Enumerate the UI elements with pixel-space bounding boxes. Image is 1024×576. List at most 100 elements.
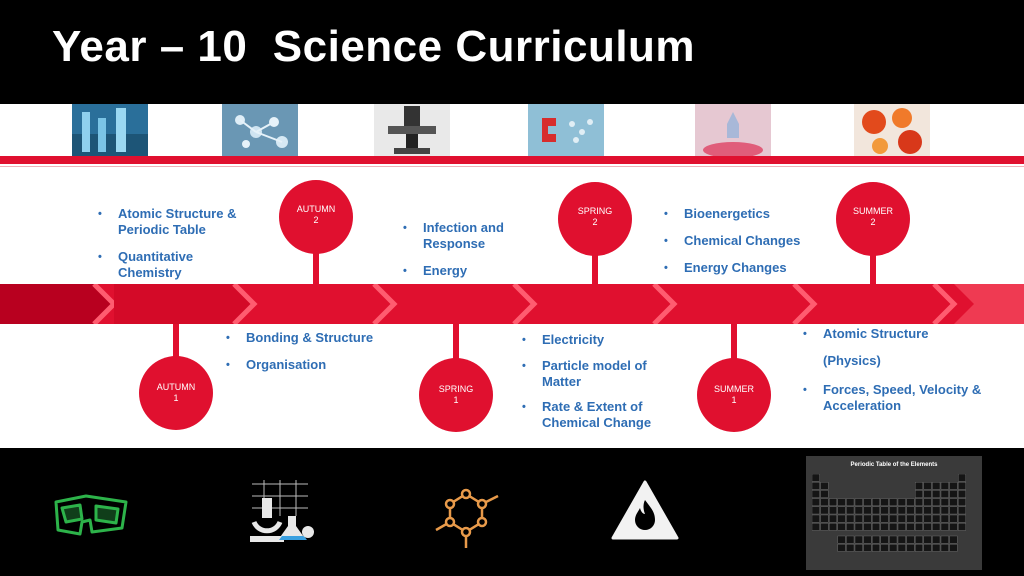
element-cell [914,543,923,552]
term-autumn-2: AUTUMN 2 [279,180,353,254]
element-cell [889,498,898,507]
element-cell [914,498,923,507]
element-cell [880,523,889,531]
page-title: Year – 10 Science Curriculum [52,22,696,71]
term-name: SUMMER [853,206,893,216]
element-cell [923,535,932,544]
element-cell [837,514,846,523]
element-cell [957,490,966,498]
element-cell [897,506,906,515]
element-cell [846,506,855,515]
element-cell [923,514,932,523]
element-cell [949,523,958,531]
element-cell [837,506,846,515]
term-name: SPRING [438,384,474,394]
element-cell [863,523,872,531]
rocket-photo [695,104,771,156]
timeline-band [0,284,1024,324]
topic-item: Atomic Structure & Periodic Table [98,206,248,238]
element-cell [940,481,949,490]
topics-summer-2: Atomic Structure (Physics) Forces, Speed… [803,326,983,414]
element-cell [812,506,820,515]
element-cell [897,535,906,544]
element-cell [940,514,949,523]
molecules-photo [222,104,298,156]
spring-2-stem [592,248,598,288]
element-cell [897,498,906,507]
topic-item: Bioenergetics [664,206,824,222]
element-cell [854,506,863,515]
topics-autumn-2: Bonding & Structure Organisation [226,330,396,373]
element-cell [932,481,941,490]
magnet-photo [528,104,604,156]
element-cell [957,514,966,523]
element-cell [897,514,906,523]
lab-equipment-icon [250,480,314,542]
term-number: 2 [592,217,598,227]
element-cell [906,506,915,515]
element-cell [837,523,846,531]
element-cell [949,506,958,515]
element-cell [897,523,906,531]
topic-item: Quantitative Chemistry [98,249,248,281]
term-number: 1 [731,395,737,405]
topic-item: Bonding & Structure [226,330,396,346]
element-cell [957,523,966,531]
topic-item: Atomic Structure [803,326,983,342]
element-cell [949,514,958,523]
summer-1-stem [731,322,737,362]
element-cell [812,481,820,490]
element-cell [854,543,863,552]
element-cell [914,506,923,515]
element-cell [923,490,932,498]
element-cell [932,543,941,552]
element-cell [829,514,838,523]
element-cell [889,543,898,552]
molecule-structure-icon [435,488,499,548]
topics-spring-2: Electricity Particle model of Matter Rat… [522,332,672,431]
timeline-top-rule [0,156,1024,164]
element-cell [932,523,941,531]
element-cell [812,523,820,531]
element-cell [889,523,898,531]
term-name: AUTUMN [296,204,336,214]
element-cell [854,514,863,523]
element-cell [820,481,829,490]
term-number: 2 [313,215,319,225]
element-cell [863,535,872,544]
element-cell [863,506,872,515]
flammable-warning-icon [611,480,679,540]
term-autumn-1: AUTUMN 1 [139,356,213,430]
spring-1-stem [453,322,459,362]
element-cell [846,543,855,552]
element-cell [872,535,881,544]
element-cell [940,543,949,552]
element-cell [872,514,881,523]
summer-2-stem [870,248,876,288]
term-spring-1: SPRING 1 [419,358,493,432]
element-cell [914,535,923,544]
element-cell [880,498,889,507]
term-summer-2: SUMMER 2 [836,182,910,256]
element-cell [914,523,923,531]
topic-item: Forces, Speed, Velocity & Acceleration [803,382,983,414]
element-cell [880,506,889,515]
element-cell [863,498,872,507]
element-cell [846,535,855,544]
element-cell [932,490,941,498]
element-cell [820,498,829,507]
periodic-table-grid [812,474,966,552]
topics-spring-1: Infection and Response Energy [403,220,533,279]
topics-summer-1: Bioenergetics Chemical Changes Energy Ch… [664,206,824,276]
term-name: AUTUMN [156,382,196,392]
term-name: SUMMER [714,384,754,394]
element-cell [949,543,958,552]
element-cell [957,481,966,490]
timeline-thin-rule [0,166,1024,167]
element-cell [932,514,941,523]
element-cell [820,506,829,515]
element-cell [812,490,820,498]
element-cell [854,535,863,544]
periodic-table-image: Periodic Table of the Elements [806,456,982,570]
element-cell [923,481,932,490]
